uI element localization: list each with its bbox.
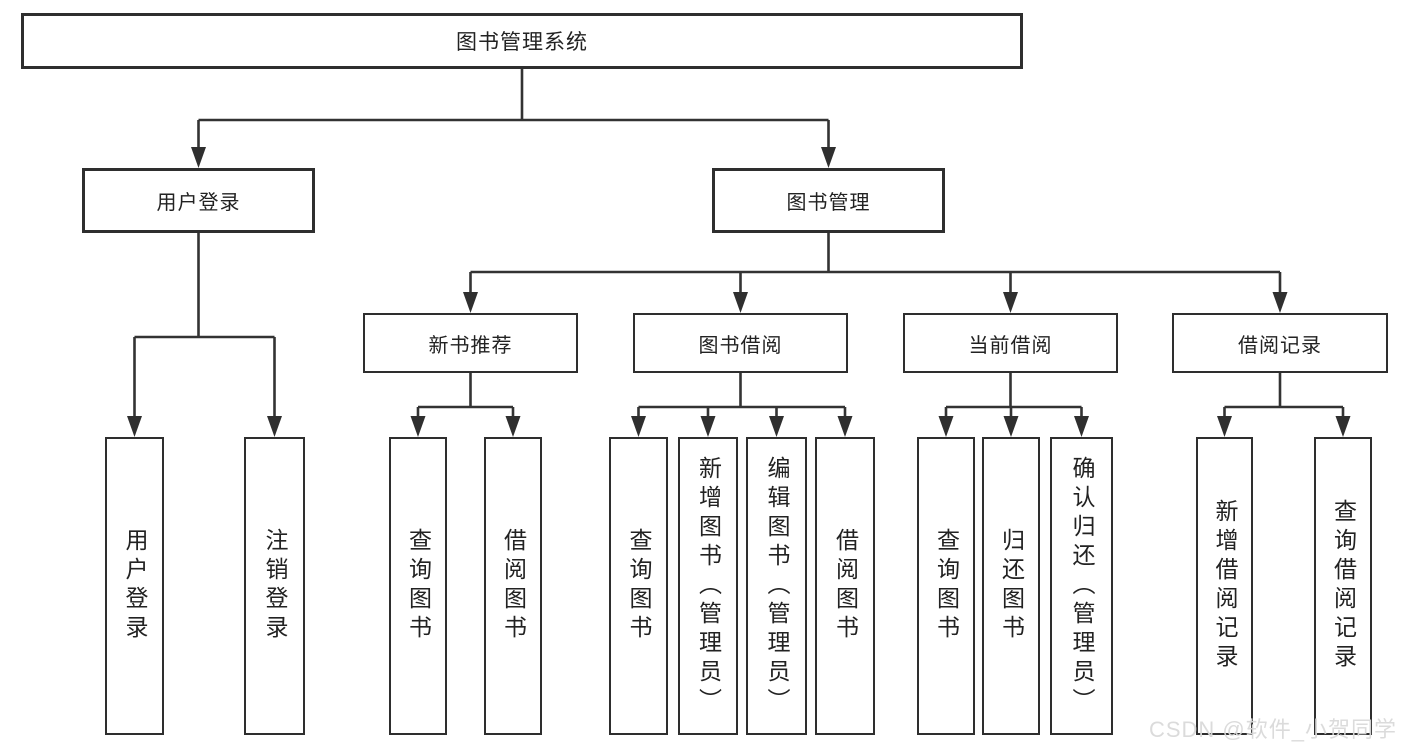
leaf-edit-books-admin: 编辑图书（管理员） [746,437,807,735]
node-new-book-recommend: 新书推荐 [363,313,578,373]
node-borrow-records: 借阅记录 [1172,313,1388,373]
leaf-add-borrow-record: 新增借阅记录 [1196,437,1253,735]
node-label: 查询图书 [933,528,960,644]
node-label: 确认归还（管理员） [1069,455,1095,717]
connector-borrow-records-to-leaves [1217,373,1351,437]
node-current-borrow: 当前借阅 [903,313,1118,373]
node-label: 借阅记录 [1238,334,1322,357]
leaf-borrow-books-recommend: 借阅图书 [484,437,542,735]
node-label: 当前借阅 [968,334,1053,357]
leaf-return-books: 归还图书 [982,437,1040,735]
node-label: 用户登录 [156,192,241,214]
node-label: 查询图书 [626,528,652,644]
node-library-management-system: 图书管理系统 [21,13,1023,69]
connector-user-login-to-leaves [127,233,282,437]
node-label: 新书推荐 [428,334,513,357]
connector-new-book-to-leaves [410,373,521,437]
leaf-borrow-books: 借阅图书 [815,437,875,735]
node-label: 查询借阅记录 [1330,499,1357,673]
connector-current-borrow-to-leaves [938,373,1089,437]
node-label: 用户登录 [122,528,148,644]
leaf-query-books-borrow: 查询图书 [609,437,668,735]
connector-book-borrow-to-leaves [631,373,853,437]
leaf-logout: 注销登录 [244,437,305,735]
node-label: 编辑图书（管理员） [764,455,790,717]
node-book-borrow: 图书借阅 [633,313,848,373]
connector-root-to-level2 [191,69,836,168]
leaf-add-books-admin: 新增图书（管理员） [678,437,738,735]
node-user-login: 用户登录 [82,168,315,233]
node-label: 归还图书 [998,528,1025,644]
node-label: 新增图书（管理员） [695,455,722,717]
node-label: 图书管理系统 [456,31,588,54]
node-label: 借阅图书 [500,528,527,644]
node-label: 查询图书 [405,528,432,644]
node-label: 借阅图书 [832,528,859,644]
node-label: 图书管理 [786,192,871,214]
leaf-query-books-recommend: 查询图书 [389,437,447,735]
node-book-management: 图书管理 [712,168,945,233]
leaf-confirm-return-admin: 确认归还（管理员） [1050,437,1113,735]
leaf-user-login: 用户登录 [105,437,164,735]
node-label: 图书借阅 [698,334,783,357]
connector-book-management-to-level3 [463,233,1288,313]
leaf-query-borrow-record: 查询借阅记录 [1314,437,1372,735]
leaf-query-books-current: 查询图书 [917,437,975,735]
node-label: 新增借阅记录 [1212,499,1238,673]
node-label: 注销登录 [262,528,288,644]
